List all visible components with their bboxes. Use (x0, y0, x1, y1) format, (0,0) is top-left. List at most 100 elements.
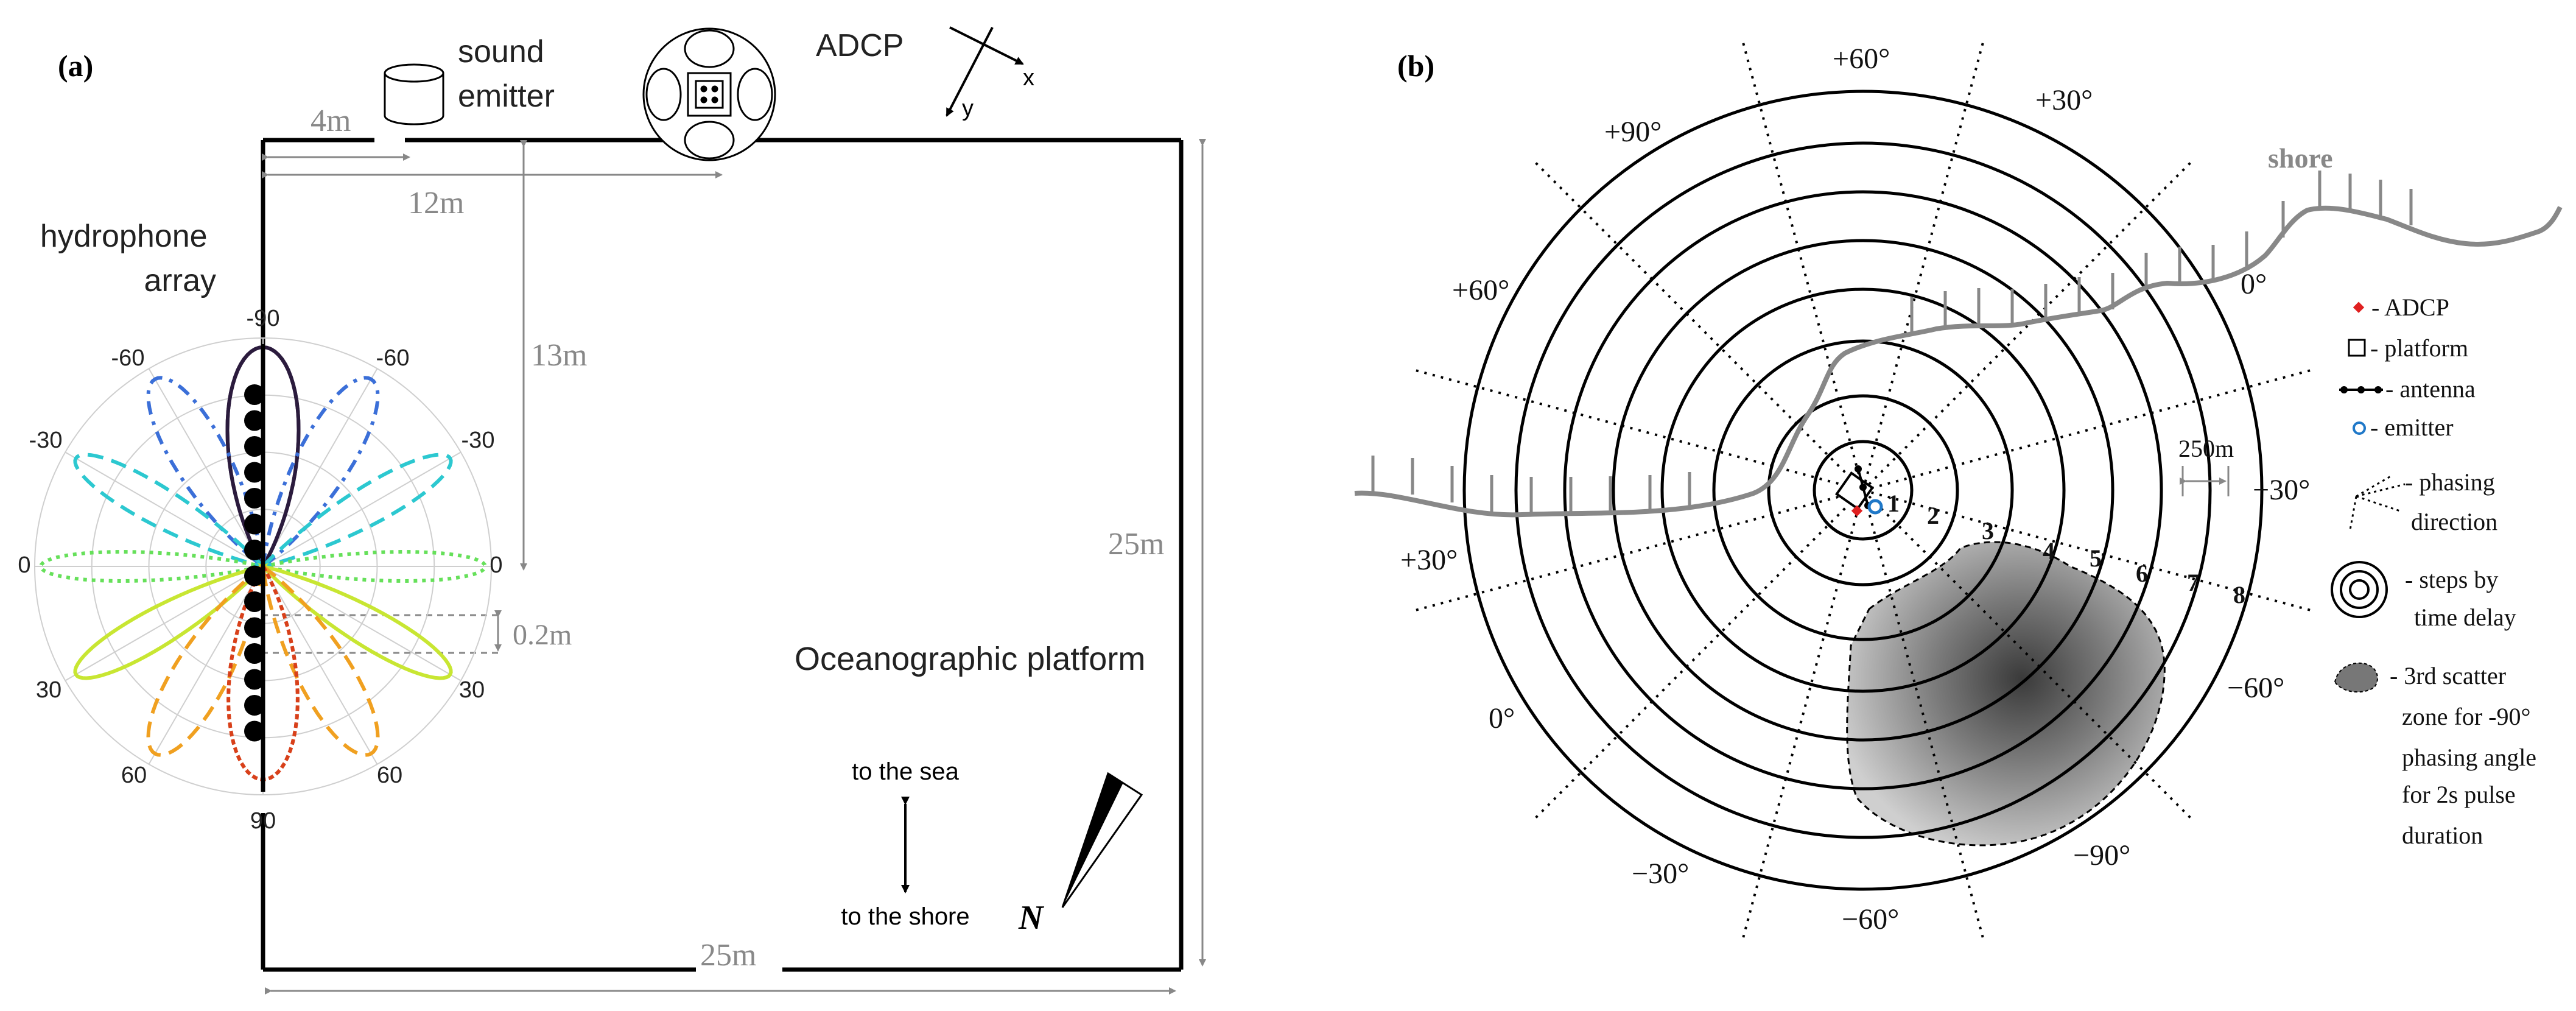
antenna-dot-2 (1859, 484, 1867, 491)
time-delay-ring-8 (1462, 90, 2264, 891)
time-delay-ring-2 (1767, 394, 1959, 587)
phasing-direction-line-5 (1862, 489, 2191, 819)
dir-label-2: +30° (2035, 84, 2093, 116)
phasing-direction-line-7 (1742, 490, 1864, 938)
phasing-direction-line-9 (1416, 489, 1864, 611)
tick-left-m30: -30 (29, 428, 63, 453)
phasing-direction-lines (1416, 43, 2311, 938)
beam-p30-right (257, 563, 453, 680)
beam-p60-left (146, 562, 265, 757)
legend-antenna-icon (2339, 386, 2383, 393)
legend-steps-icon (2331, 561, 2388, 618)
phasing-direction-line-8 (1535, 489, 1864, 819)
hydrophone-array-label: hydrophone array (40, 219, 216, 298)
shoreline (1354, 171, 2563, 518)
step-1: 1 (1887, 490, 1900, 517)
hydrophone-element (244, 565, 265, 587)
polar-beam-plot: -90 90 -60 -60 -30 -30 0 0 30 30 60 60 (18, 306, 502, 834)
phasing-direction-line-4 (1862, 489, 2311, 611)
step-2: 2 (1927, 502, 1939, 529)
hydrophone-element (244, 410, 265, 431)
dir-label-4: +60° (1452, 274, 1509, 306)
dim-4m-label: 4m (311, 104, 351, 138)
axes-xy-icon (946, 26, 1024, 117)
step-4: 4 (2043, 537, 2055, 565)
legend-phasing-icon (2349, 474, 2406, 530)
shore-label: shore (2268, 143, 2333, 174)
tick-left-p60: 60 (121, 763, 147, 788)
dir-label-6: +30° (1400, 544, 1458, 576)
phasing-direction-line-11 (1535, 162, 1864, 491)
dim-spacing-label: 0.2m (513, 619, 572, 651)
dir-label-11: −60° (1842, 903, 1899, 935)
hydrophone-element (244, 643, 265, 664)
panel-a-label: (a) (58, 49, 93, 83)
phasing-direction-line-12 (1742, 43, 1864, 491)
tick-right-p60: 60 (377, 763, 402, 788)
emitter-marker (1867, 499, 1883, 515)
beam-0-right (262, 549, 488, 583)
tick-left-0: 0 (18, 552, 30, 578)
tick-bottom: 90 (250, 808, 276, 834)
tick-right-0: 0 (490, 552, 502, 578)
dir-label-8: −30° (2253, 474, 2310, 506)
adcp-marker (1851, 505, 1863, 516)
antenna-dot-1 (1855, 465, 1862, 473)
hydrophone-elements (244, 384, 265, 742)
time-delay-ring-1 (1813, 440, 1914, 541)
to-the-sea-label: to the sea (852, 758, 959, 785)
dir-label-10: −60° (2227, 672, 2284, 704)
hydrophone-element (244, 720, 265, 742)
sound-emitter-icon (384, 63, 444, 125)
hydrophone-element (244, 462, 265, 483)
dir-label-3: +90° (1604, 116, 1662, 148)
hydrophone-element (244, 695, 265, 716)
tick-right-m30: -30 (462, 428, 495, 453)
tick-right-p30: 30 (459, 677, 485, 703)
tick-top: -90 (247, 306, 280, 331)
time-delay-ring-6 (1563, 190, 2163, 791)
step-7: 7 (2187, 569, 2199, 596)
to-the-shore-label: to the shore (841, 903, 969, 930)
legend: - ADCP - platform - antenna - emitter - … (2331, 294, 2536, 849)
beam-m30-right (257, 453, 453, 570)
hydrophone-element (244, 617, 265, 638)
phasing-direction-line-2 (1862, 162, 2191, 491)
dim-25m-bottom-label: 25m (700, 938, 756, 973)
legend-platform-icon (2348, 339, 2366, 357)
tick-right-m60: -60 (376, 345, 410, 371)
legend-adcp: - ADCP (2371, 294, 2449, 321)
beam-m60-right (261, 376, 380, 571)
phasing-direction-line-1 (1862, 43, 1984, 491)
polar-tick-labels: -90 90 -60 -60 -30 -30 0 0 30 30 60 60 (18, 306, 502, 834)
hydrophone-element (244, 513, 265, 535)
platform-outline (261, 138, 1184, 972)
dir-label-1: +60° (1833, 43, 1890, 75)
legend-phasing: - phasing direction (2405, 468, 2501, 535)
centre-markers (1834, 465, 1883, 516)
dir-label-9: −30° (1632, 858, 1689, 890)
scale-label: 250m (2178, 435, 2234, 462)
hydrophone-element (244, 436, 265, 457)
north-arrow-icon (1061, 772, 1143, 908)
phasing-direction-line-10 (1416, 369, 1864, 491)
legend-emitter-icon (2353, 421, 2366, 435)
hydrophone-element (244, 669, 265, 690)
time-delay-ring-3 (1712, 339, 2014, 641)
legend-emitter: - emitter (2370, 414, 2454, 441)
hydrophone-element (244, 488, 265, 509)
phasing-direction-line-3 (1862, 369, 2311, 491)
hydrophone-element (244, 591, 265, 612)
dim-12m-label: 12m (408, 186, 464, 220)
direction-labels: +60° +30° +90° +60° 0° +30° 0° −30° −30°… (1400, 43, 2310, 935)
hydrophone-element (244, 540, 265, 560)
dir-label-7: 0° (1489, 702, 1515, 734)
panel-b-label: (b) (1397, 49, 1434, 83)
step-6: 6 (2136, 560, 2148, 587)
dim-25m-right-label: 25m (1108, 527, 1164, 562)
beam-p60-right (261, 562, 380, 757)
dir-label-12: −90° (2073, 839, 2130, 872)
hydrophone-element (244, 384, 265, 405)
legend-antenna: - antenna (2385, 375, 2476, 403)
